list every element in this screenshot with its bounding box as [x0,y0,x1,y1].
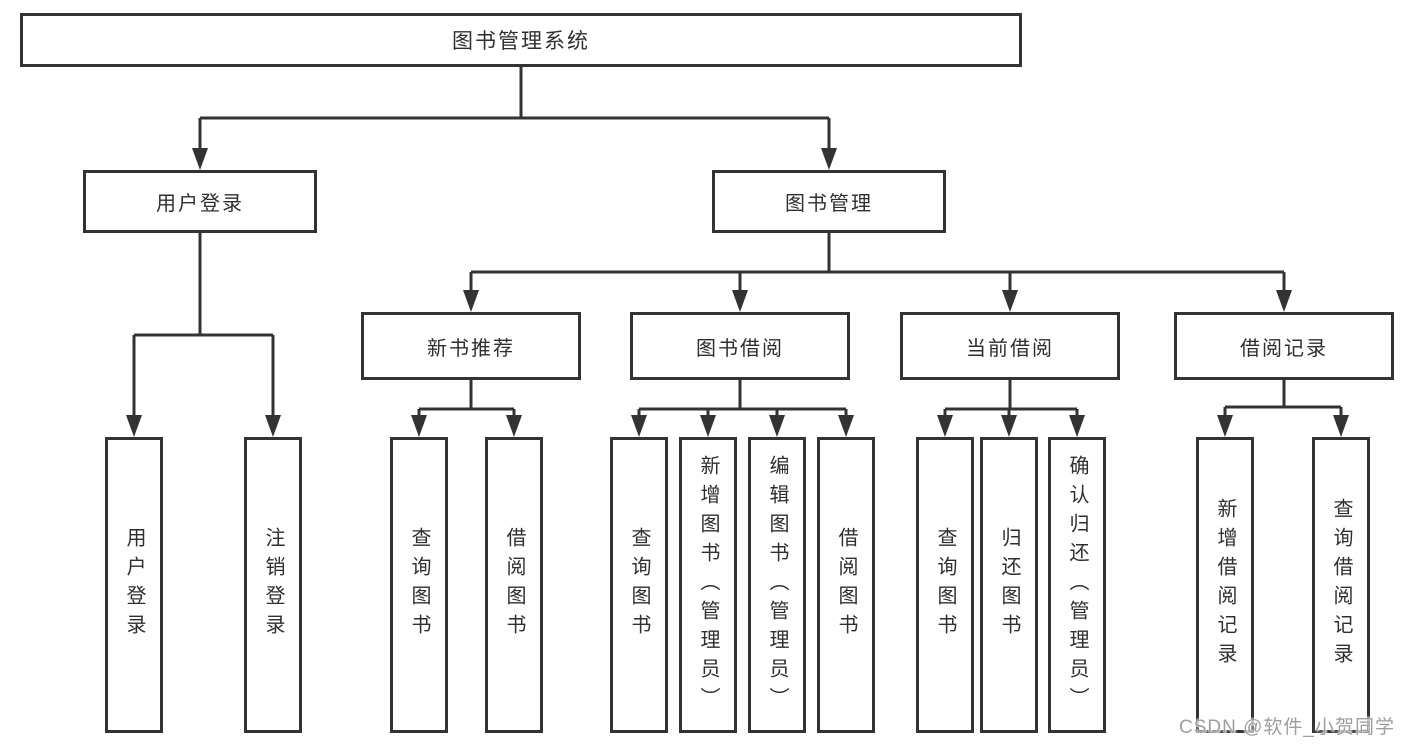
leaf-user-login-label: 用户登录 [123,527,145,643]
node-library-management-system-label: 图书管理系统 [452,30,590,53]
node-book-management-label: 图书管理 [785,193,873,215]
node-new-book-recommend: 新书推荐 [361,312,581,380]
leaf-query-book-recommend: 查询图书 [390,437,448,733]
node-current-borrow: 当前借阅 [900,312,1120,380]
node-user-login-label: 用户登录 [156,193,244,215]
node-current-borrow-label: 当前借阅 [966,337,1054,360]
node-book-borrow-label: 图书借阅 [696,337,784,360]
leaf-borrow-book: 借阅图书 [817,437,875,733]
connector-current-borrow-children [937,380,1085,437]
node-user-login: 用户登录 [83,170,317,233]
leaf-add-book-admin: 新增图书（管理员） [679,437,737,733]
connector-new-book-recommend-children [411,380,522,437]
leaf-query-borrow-record: 查询借阅记录 [1312,437,1370,733]
node-new-book-recommend-label: 新书推荐 [427,337,515,360]
connector-book-borrow-children [631,380,854,437]
connector-book-management-children [463,233,1292,312]
leaf-edit-book-admin-label: 编辑图书（管理员） [766,454,788,716]
node-borrow-records-label: 借阅记录 [1240,337,1328,360]
leaf-confirm-return-admin-label: 确认归还（管理员） [1066,454,1088,716]
leaf-query-book-recommend-label: 查询图书 [408,527,430,643]
leaf-query-book-borrow-label: 查询图书 [628,527,650,643]
node-book-management: 图书管理 [712,170,946,233]
watermark: CSDN @软件_小贺同学 [1179,717,1395,738]
leaf-query-borrow-record-label: 查询借阅记录 [1330,498,1352,672]
connector-root-to-level2 [192,67,837,170]
leaf-add-borrow-record-label: 新增借阅记录 [1214,498,1236,672]
leaf-borrow-book-recommend-label: 借阅图书 [503,527,525,643]
leaf-add-book-admin-label: 新增图书（管理员） [697,454,719,716]
leaf-borrow-book-label: 借阅图书 [835,527,857,643]
node-library-management-system: 图书管理系统 [20,13,1022,67]
leaf-logout-login: 注销登录 [244,437,302,733]
connector-user-login-children [126,233,281,437]
connector-borrow-records-children [1217,380,1349,437]
leaf-query-book-current-label: 查询图书 [934,527,956,643]
leaf-logout-login-label: 注销登录 [262,527,284,643]
node-book-borrow: 图书借阅 [630,312,850,380]
leaf-edit-book-admin: 编辑图书（管理员） [748,437,806,733]
leaf-confirm-return-admin: 确认归还（管理员） [1048,437,1106,733]
leaf-return-book-label: 归还图书 [998,527,1020,643]
leaf-query-book-current: 查询图书 [916,437,974,733]
node-borrow-records: 借阅记录 [1174,312,1394,380]
leaf-return-book: 归还图书 [980,437,1038,733]
leaf-user-login: 用户登录 [105,437,163,733]
leaf-add-borrow-record: 新增借阅记录 [1196,437,1254,733]
leaf-borrow-book-recommend: 借阅图书 [485,437,543,733]
leaf-query-book-borrow: 查询图书 [610,437,668,733]
